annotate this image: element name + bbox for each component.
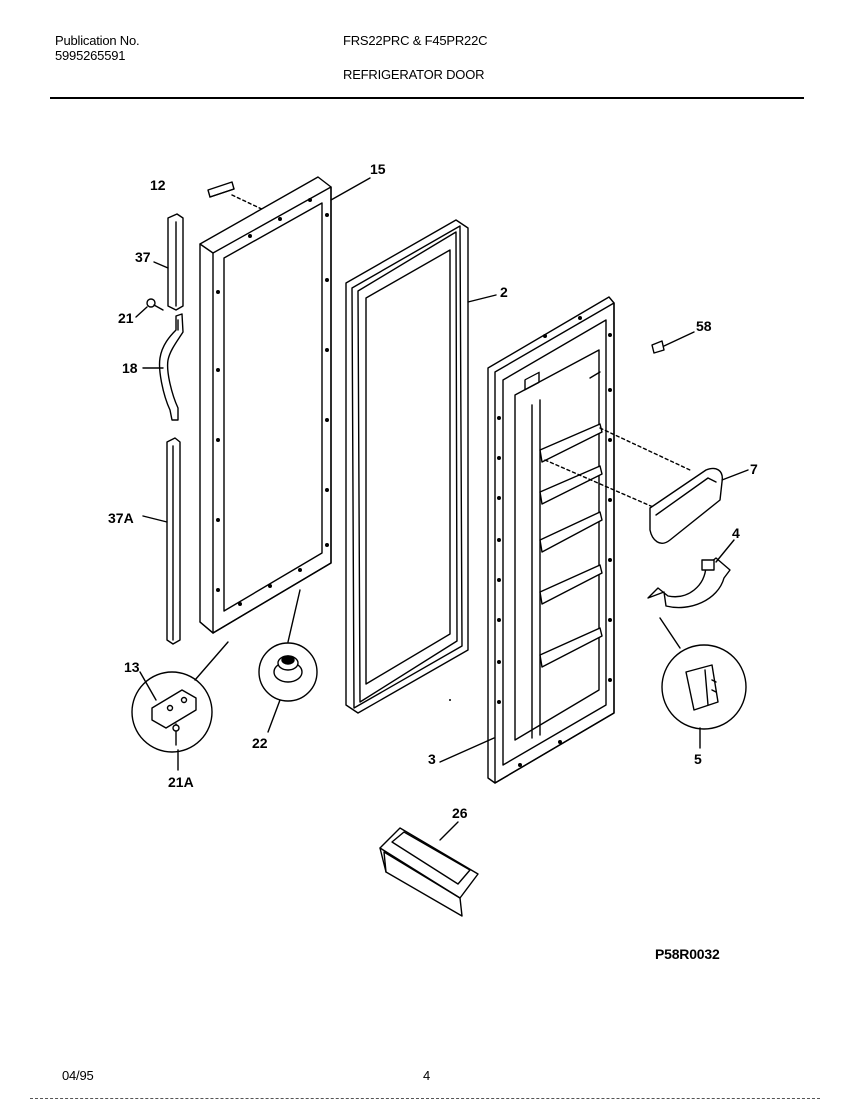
callout-22: 22 — [252, 735, 268, 751]
part-37-upper-trim — [153, 213, 184, 311]
header-rule — [50, 97, 804, 99]
part-7-shelf-bin — [649, 467, 749, 544]
callout-37: 37 — [135, 249, 151, 265]
diagram-code: P58R0032 — [655, 946, 720, 962]
part-21-screw — [135, 298, 164, 318]
part-15-door-frame — [199, 176, 371, 634]
dot-mark — [449, 699, 451, 701]
section-title: REFRIGERATOR DOOR — [343, 67, 485, 82]
part-2-gasket — [345, 219, 497, 714]
part-5-detail-circle — [661, 644, 747, 749]
page-number: 4 — [423, 1068, 431, 1083]
part-58-screw — [651, 331, 695, 354]
callout-2: 2 — [500, 284, 508, 300]
part-22-detail-circle — [258, 589, 318, 733]
callout-7: 7 — [750, 461, 758, 477]
callout-12: 12 — [150, 177, 166, 193]
callout-4: 4 — [732, 525, 740, 541]
callout-26: 26 — [452, 805, 468, 821]
part-7-leaders — [544, 427, 691, 511]
part-13-detail-circle — [131, 641, 229, 771]
callout-13: 13 — [124, 659, 140, 675]
callout-3: 3 — [428, 751, 436, 767]
part-4-rack — [647, 539, 735, 649]
callout-15: 15 — [370, 161, 386, 177]
footer-date: 04/95 — [62, 1068, 94, 1083]
part-37a-lower-trim — [142, 437, 181, 645]
callout-21a: 21A — [168, 774, 194, 790]
callout-18: 18 — [122, 360, 138, 376]
footer-rule — [30, 1098, 820, 1100]
callout-21: 21 — [118, 310, 134, 326]
part-18-hinge-strip — [142, 313, 184, 421]
publication-label: Publication No. — [55, 33, 140, 48]
callout-37a: 37A — [108, 510, 134, 526]
model-numbers: FRS22PRC & F45PR22C — [343, 33, 488, 48]
part-26-tray — [379, 821, 479, 917]
part-3-door-liner — [439, 296, 615, 784]
part-12-pad — [207, 181, 269, 213]
callout-5: 5 — [694, 751, 702, 767]
publication-number: 5995265591 — [55, 48, 126, 63]
callout-58: 58 — [696, 318, 712, 334]
